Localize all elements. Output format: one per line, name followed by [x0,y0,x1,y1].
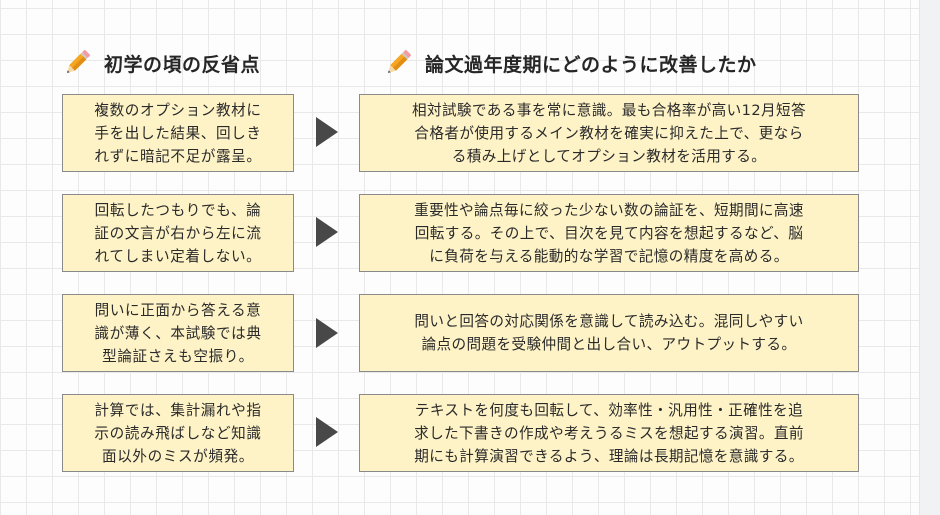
improvement-box-4: テキストを何度も回転して、効率性・汎用性・正確性を追 求した下書きの作成や考えう… [359,394,859,472]
improvement-line: 論点の問題を受験仲間と出し合い、アウトプットする。 [421,336,797,353]
reflection-line: 問いに正面から答える意 [94,301,262,319]
reflection-box-2: 回転したつもりでも、論 証の文言が右から左に流 れてしまい定着しない。 [62,194,294,272]
reflection-line: 証の文言が右から左に流 [94,224,262,242]
reflection-line: 回転したつもりでも、論 [94,201,262,219]
reflection-box-4: 計算では、集計漏れや指 示の読み飛ばしなど知識 面以外のミスが頻発。 [62,394,294,472]
improvement-box-2: 重要性や論点毎に絞った少ない数の論証を、短期間に高速 回転する。その上で、目次を… [359,194,859,272]
triangle-right-arrow-icon [316,217,338,247]
triangle-right-arrow-icon [316,318,338,348]
reflection-line: 識が薄く、本試験では典 [94,324,262,342]
right-edge-panel [919,0,940,515]
improvement-box-3: 問いと回答の対応関係を意識して読み込む。混同しやすい 論点の問題を受験仲間と出し… [359,294,859,372]
improvement-line: 問いと回答の対応関係を意識して読み込む。混同しやすい [414,313,804,330]
reflection-line: 手を出した結果、回しき [94,124,262,142]
triangle-right-arrow-icon [316,417,338,447]
improvement-box-1: 相対試験である事を常に意識。最も合格率が高い12月短答 合格者が使用するメイン教… [359,94,859,172]
improvement-line: 期にも計算演習できるよう、理論は長期記憶を意識する。 [414,447,804,465]
reflection-line: 計算では、集計漏れや指 [94,401,262,419]
improvement-line: 回転する。その上で、目次を見て内容を想起するなど、脳 [414,224,804,242]
pencil-icon [388,49,412,73]
improvement-line: る積み上げとしてオプション教材を活用する。 [451,147,767,165]
reflection-line: れずに暗記不足が露呈。 [94,147,262,165]
right-column-header: 論文過年度期にどのように改善したか [381,46,757,80]
improvement-line: テキストを何度も回転して、効率性・汎用性・正確性を追 [414,401,804,419]
improvement-line: 重要性や論点毎に絞った少ない数の論証を、短期間に高速 [414,201,804,219]
reflection-line: れてしまい定着しない。 [94,247,262,265]
improvement-line: 求した下書きの作成や考えうるミスを想起する演習。直前 [414,424,804,442]
reflection-line: 示の読み飛ばしなど知識 [94,424,262,442]
improvement-line: 合格者が使用するメイン教材を確実に抑えた上で、更なら [414,124,804,142]
reflection-line: 複数のオプション教材に [94,101,262,119]
reflection-box-1: 複数のオプション教材に 手を出した結果、回しき れずに暗記不足が露呈。 [62,94,294,172]
reflection-box-3: 問いに正面から答える意 識が薄く、本試験では典 型論証さえも空振り。 [62,294,294,372]
reflection-line: 型論証さえも空振り。 [102,347,254,365]
improvement-line: に負荷を与える能動的な学習で記憶の精度を高める。 [429,247,789,265]
left-column-header: 初学の頃の反省点 [60,46,260,80]
triangle-right-arrow-icon [316,117,338,147]
reflection-line: 面以外のミスが頻発。 [102,447,254,465]
right-header-title: 論文過年度期にどのように改善したか [425,53,757,76]
left-header-title: 初学の頃の反省点 [104,53,261,76]
pencil-icon [67,49,91,73]
improvement-line: 相対試験である事を常に意識。最も合格率が高い12月短答 [411,101,807,119]
